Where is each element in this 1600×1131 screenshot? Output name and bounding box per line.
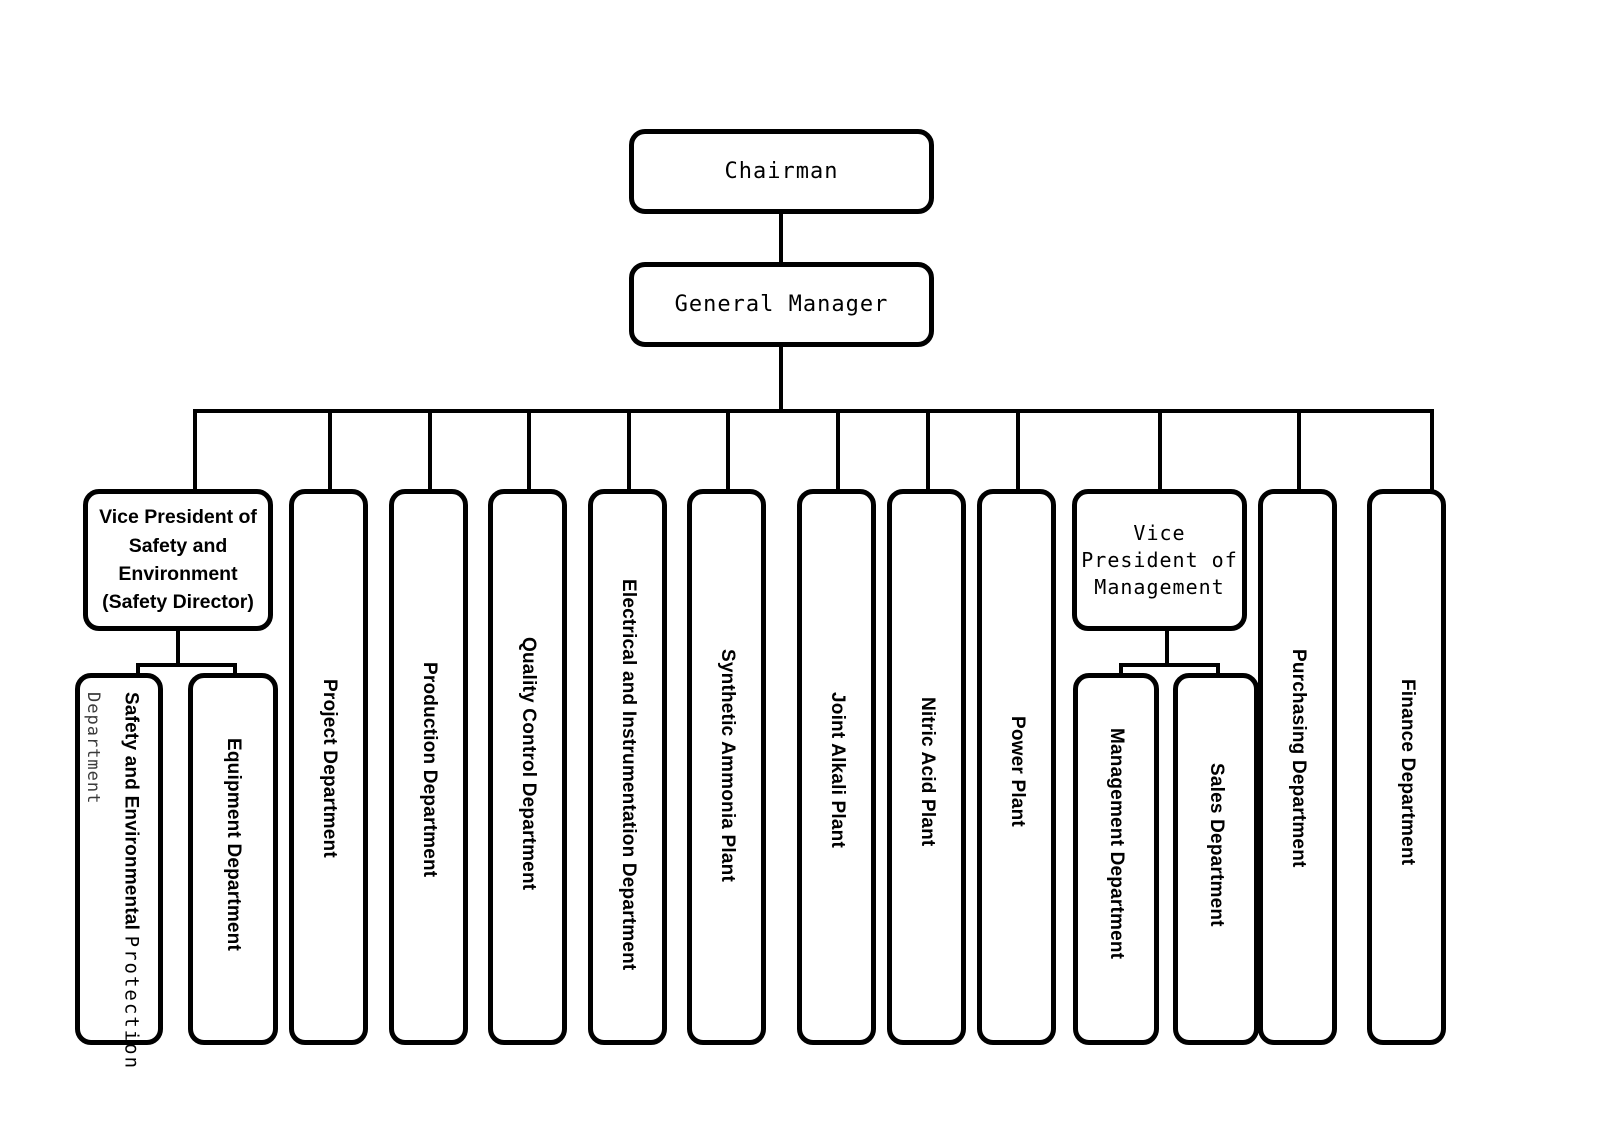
node-vp-management-label: Vice President of Management: [1081, 520, 1238, 601]
electrical-instrumentation-department-label: Electrical and Instrumentation Departmen…: [617, 579, 639, 971]
nitric-acid-plant-label: Nitric Acid Plant: [916, 697, 938, 847]
vp-safety-line-3: Environment: [118, 563, 238, 585]
main-horizontal-bus: [193, 409, 1434, 413]
connector-bus-to-nitric-acid: [926, 409, 930, 492]
node-management-department[interactable]: Management Department: [1073, 673, 1159, 1045]
vp-management-line-2: President of: [1081, 547, 1238, 572]
finance-department-label: Finance Department: [1396, 679, 1418, 866]
sub-bus-vp-management: [1119, 663, 1220, 667]
node-chairman[interactable]: Chairman: [629, 129, 934, 214]
connector-bus-to-project: [328, 409, 332, 492]
vp-management-line-1: Vice: [1133, 520, 1186, 545]
sales-department-label: Sales Department: [1206, 763, 1227, 927]
node-synthetic-ammonia-plant[interactable]: Synthetic Ammonia Plant: [687, 489, 766, 1045]
safety-env-dept-label: Safety and Environmental Protection: [120, 692, 143, 1070]
node-finance-department[interactable]: Finance Department: [1367, 489, 1446, 1045]
node-purchasing-department[interactable]: Purchasing Department: [1258, 489, 1337, 1045]
connector-bus-to-electrical: [627, 409, 631, 492]
node-chairman-label: Chairman: [724, 158, 839, 184]
connector-chairman-to-gm: [779, 212, 783, 264]
node-joint-alkali-plant[interactable]: Joint Alkali Plant: [797, 489, 876, 1045]
safety-env-dept-label-mono: Protection: [120, 935, 143, 1071]
purchasing-department-label: Purchasing Department: [1287, 649, 1309, 868]
node-vp-safety-label: Vice President of Safety and Environment…: [99, 503, 257, 616]
vp-management-line-3: Management: [1094, 574, 1225, 599]
connector-bus-to-finance: [1430, 409, 1434, 492]
node-vp-safety[interactable]: Vice President of Safety and Environment…: [83, 489, 273, 631]
connector-vp-management-drop: [1165, 629, 1169, 665]
connector-bus-to-quality: [527, 409, 531, 492]
equipment-department-label: Equipment Department: [223, 738, 244, 952]
safety-env-dept-label-second-line: Department: [83, 692, 103, 805]
node-nitric-acid-plant[interactable]: Nitric Acid Plant: [887, 489, 966, 1045]
project-department-label: Project Department: [318, 679, 340, 858]
connector-bus-to-vp-safety: [193, 409, 197, 492]
node-vp-management[interactable]: Vice President of Management: [1072, 489, 1247, 631]
management-department-label: Management Department: [1106, 728, 1127, 960]
joint-alkali-plant-label: Joint Alkali Plant: [826, 692, 848, 848]
node-general-manager-label: General Manager: [674, 291, 889, 317]
connector-bus-to-production: [428, 409, 432, 492]
sub-bus-vp-safety: [136, 663, 237, 667]
power-plant-label: Power Plant: [1006, 716, 1028, 827]
node-equipment-department[interactable]: Equipment Department: [188, 673, 278, 1045]
production-department-label: Production Department: [418, 662, 440, 878]
node-sales-department[interactable]: Sales Department: [1173, 673, 1259, 1045]
connector-bus-to-purchasing: [1297, 409, 1301, 492]
node-power-plant[interactable]: Power Plant: [977, 489, 1056, 1045]
vp-safety-line-1: Vice President of: [99, 506, 257, 529]
connector-vp-safety-drop: [176, 629, 180, 665]
node-safety-environmental-protection-department[interactable]: Safety and Environmental Protection Depa…: [75, 673, 163, 1070]
connector-bus-to-joint-alkali: [836, 409, 840, 492]
vp-safety-line-4: (Safety Director): [102, 591, 254, 614]
safety-env-dept-label-bold: Safety and Environmental: [120, 692, 142, 936]
node-general-manager[interactable]: General Manager: [629, 262, 934, 347]
connector-bus-to-synthetic-ammonia: [726, 409, 730, 492]
node-project-department[interactable]: Project Department: [289, 489, 368, 1045]
vp-safety-line-2: Safety and: [128, 534, 228, 557]
node-production-department[interactable]: Production Department: [389, 489, 468, 1045]
node-quality-control-department[interactable]: Quality Control Department: [488, 489, 567, 1045]
connector-bus-to-power-plant: [1016, 409, 1020, 492]
connector-gm-drop: [779, 345, 783, 411]
synthetic-ammonia-plant-label: Synthetic Ammonia Plant: [716, 649, 738, 882]
quality-control-department-label: Quality Control Department: [517, 637, 539, 891]
connector-bus-to-vp-management: [1158, 409, 1162, 492]
node-electrical-instrumentation-department[interactable]: Electrical and Instrumentation Departmen…: [588, 489, 667, 1045]
